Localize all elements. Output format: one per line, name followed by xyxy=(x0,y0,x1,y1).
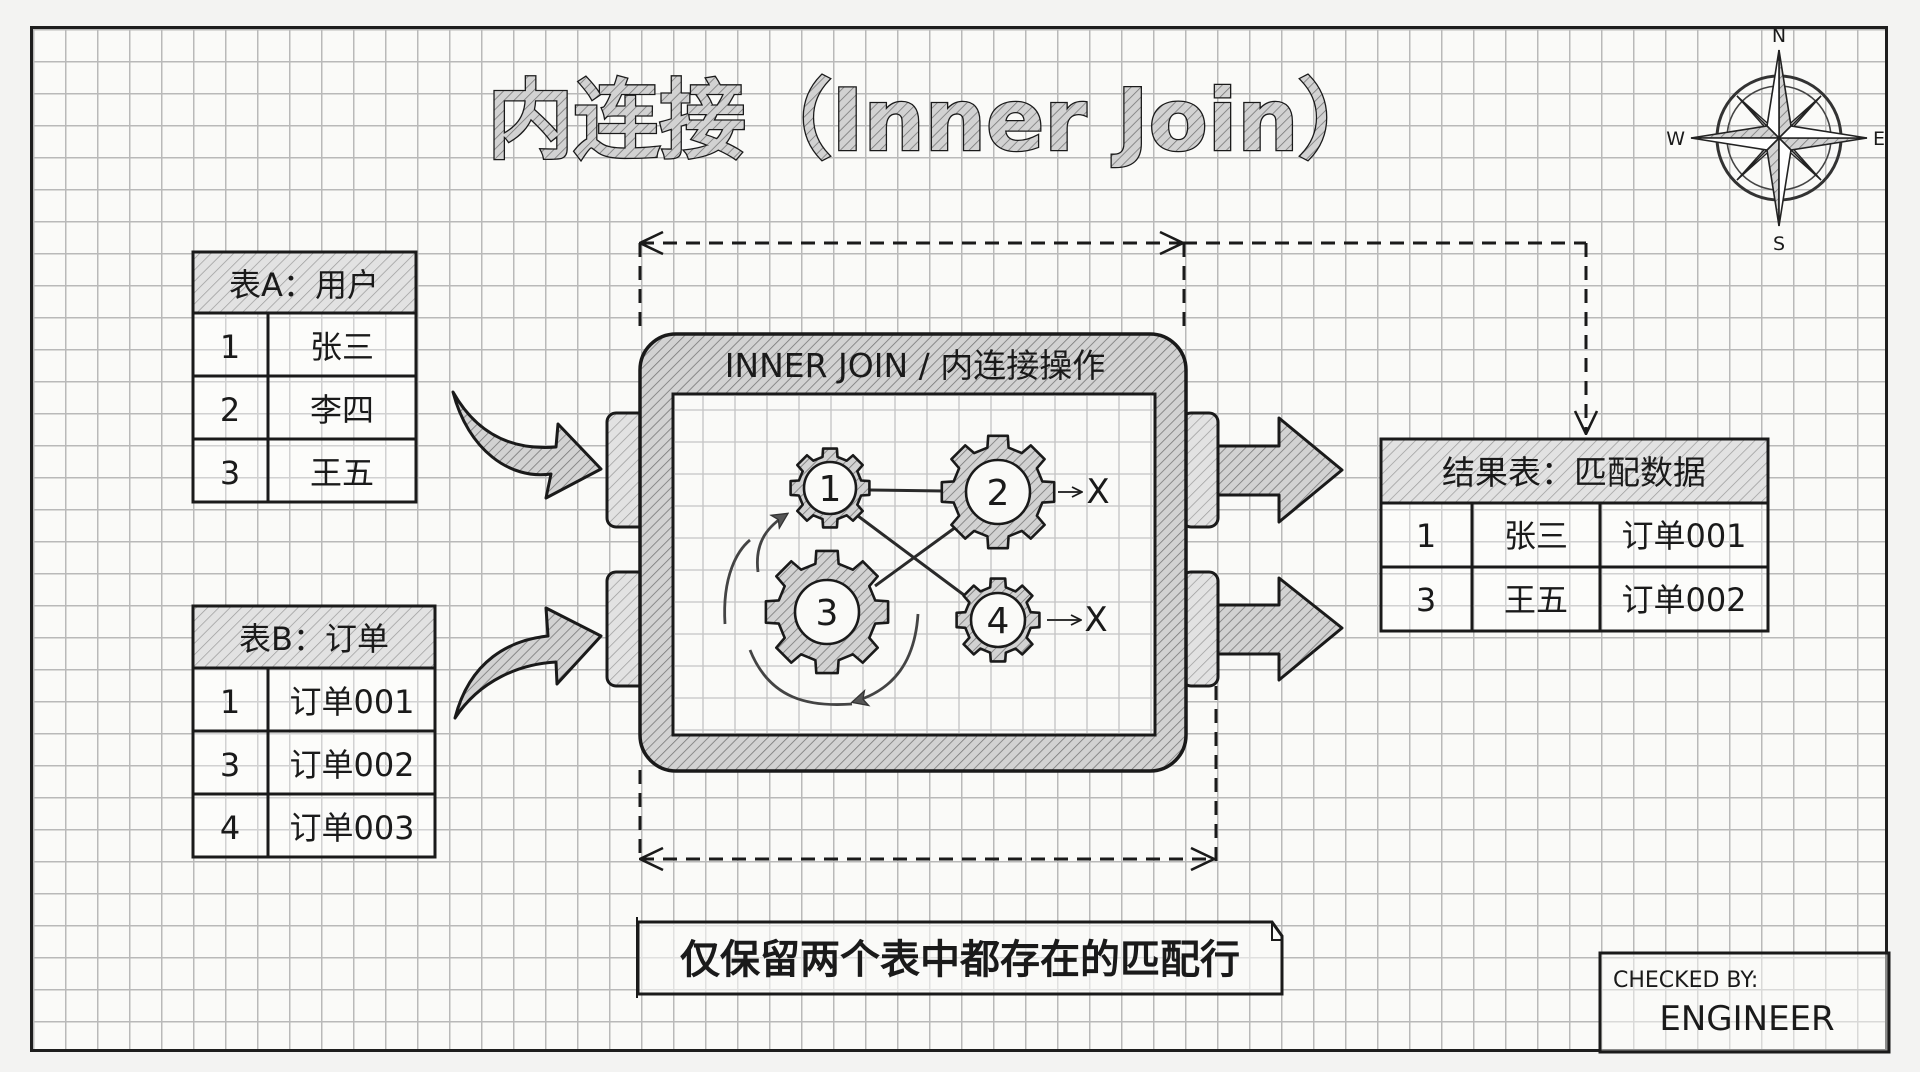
table-a-id: 1 xyxy=(220,328,240,366)
gear-4-icon: 4 xyxy=(955,577,1041,663)
compass-rose-icon: N S E W xyxy=(1666,25,1885,255)
checked-by-value: ENGINEER xyxy=(1659,999,1834,1039)
discard-x-icon: X xyxy=(1084,600,1107,640)
table-a-name: 李四 xyxy=(310,391,374,429)
dimension-lines xyxy=(638,243,1586,862)
gear-hub xyxy=(802,460,858,516)
gear-hub xyxy=(969,591,1027,649)
gear-number: 1 xyxy=(819,469,842,510)
result-table-header: 结果表：匹配数据 xyxy=(1442,453,1706,492)
gear-2-icon: 2 xyxy=(940,434,1056,550)
table-a: 表A：用户 1 张三 2 李四 3 王五 xyxy=(191,250,418,504)
table-row: 1 张三 xyxy=(220,328,374,366)
gear-3-icon: 3 xyxy=(764,549,890,675)
table-row: 3 王五 订单002 xyxy=(1416,581,1747,619)
input-arrow-b-icon xyxy=(453,606,603,720)
table-row: 1 张三 订单001 xyxy=(1416,517,1747,555)
table-b-id: 3 xyxy=(220,746,240,784)
note-box: 仅保留两个表中都存在的匹配行 xyxy=(636,917,1284,998)
table-row: 2 李四 xyxy=(220,391,374,429)
discard-marker-gear-2: X xyxy=(1058,472,1110,512)
compass-north-label: N xyxy=(1772,25,1786,47)
table-b-order: 订单002 xyxy=(289,746,414,784)
compass-major-points xyxy=(1690,49,1868,227)
table-a-name: 张三 xyxy=(310,328,374,366)
result-name: 张三 xyxy=(1504,517,1568,555)
table-b-order: 订单001 xyxy=(289,683,414,721)
discard-x-icon: X xyxy=(1086,472,1109,512)
gear-1-icon: 1 xyxy=(789,447,871,529)
table-a-name: 王五 xyxy=(310,454,374,492)
gear-links xyxy=(857,488,969,600)
table-b-header: 表B：订单 xyxy=(239,620,389,658)
result-table: 结果表：匹配数据 1 张三 订单001 3 王五 订单002 xyxy=(1379,437,1770,633)
table-row: 1 订单001 xyxy=(220,683,415,721)
gear-number: 3 xyxy=(816,593,839,634)
table-row: 3 王五 xyxy=(220,454,374,492)
gear-number: 4 xyxy=(987,601,1010,642)
gear-hub xyxy=(793,578,861,646)
rotation-arrows-icon xyxy=(723,514,920,705)
result-id: 3 xyxy=(1416,581,1436,619)
output-arrow-top-icon xyxy=(1216,416,1344,524)
gears: 1 2 3 4 xyxy=(764,434,1056,675)
compass-east-label: E xyxy=(1873,128,1885,150)
discard-marker-gear-4: X xyxy=(1047,600,1108,640)
page-title: 内连接（Inner Join） xyxy=(488,71,1385,171)
operation-label: INNER JOIN / 内连接操作 xyxy=(725,346,1106,385)
table-row: 4 订单003 xyxy=(220,809,415,847)
checked-by-label: CHECKED BY: xyxy=(1613,968,1758,993)
result-name: 王五 xyxy=(1504,581,1568,619)
compass-west-label: W xyxy=(1666,128,1685,150)
checked-by-stamp: CHECKED BY: ENGINEER xyxy=(1598,951,1891,1054)
table-b-id: 1 xyxy=(220,683,240,721)
table-a-id: 3 xyxy=(220,454,240,492)
output-arrow-bottom-icon xyxy=(1216,576,1344,682)
table-b: 表B：订单 1 订单001 3 订单002 4 订单003 xyxy=(191,604,437,859)
table-row: 3 订单002 xyxy=(220,746,415,784)
gear-hub xyxy=(964,458,1032,526)
compass-south-label: S xyxy=(1773,233,1785,255)
table-a-header: 表A：用户 xyxy=(229,266,379,304)
result-id: 1 xyxy=(1416,517,1436,555)
inner-join-machine xyxy=(638,332,1188,773)
note-text: 仅保留两个表中都存在的匹配行 xyxy=(680,937,1240,983)
result-order: 订单002 xyxy=(1621,581,1746,619)
gear-number: 2 xyxy=(987,473,1010,514)
table-a-id: 2 xyxy=(220,391,240,429)
table-b-id: 4 xyxy=(220,809,240,847)
table-b-order: 订单003 xyxy=(289,809,414,847)
input-arrow-a-icon xyxy=(451,390,603,500)
result-order: 订单001 xyxy=(1621,517,1746,555)
